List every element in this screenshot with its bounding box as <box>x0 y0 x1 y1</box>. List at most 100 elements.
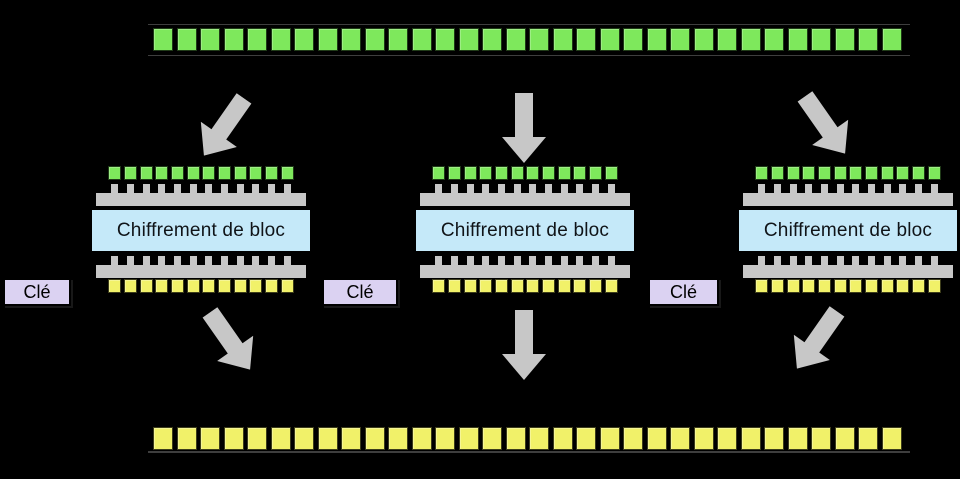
comb-tooth <box>899 256 907 265</box>
ciphertext-bit <box>740 427 761 450</box>
output-bit <box>139 279 153 293</box>
ciphertext-bit <box>505 427 526 450</box>
ciphertext-bit <box>388 427 408 450</box>
output-bit <box>880 279 894 293</box>
input-bit <box>265 166 279 180</box>
input-bit <box>218 166 232 180</box>
output-bit <box>463 279 477 293</box>
plaintext-bit <box>364 28 385 51</box>
output-bit <box>432 279 446 293</box>
output-bit <box>755 279 769 293</box>
comb-tooth <box>758 184 766 193</box>
comb-tooth <box>252 184 260 193</box>
comb-tooth <box>126 184 134 193</box>
plaintext-bit <box>552 28 573 51</box>
input-bit <box>123 166 137 180</box>
input-bit <box>927 166 941 180</box>
ciphertext-bit <box>317 427 338 450</box>
input-bit <box>494 166 508 180</box>
comb-tooth <box>513 256 521 265</box>
output-bit <box>155 279 169 293</box>
arrow-down-right-icon <box>192 300 268 383</box>
plaintext-bit <box>317 28 338 51</box>
plaintext-bits <box>148 25 910 51</box>
plaintext-bit <box>529 28 549 51</box>
output-bit <box>510 279 524 293</box>
comb-tooth <box>252 256 260 265</box>
output-bit <box>280 279 294 293</box>
ciphertext-bits <box>148 424 910 450</box>
input-bit <box>139 166 153 180</box>
input-bit <box>604 166 618 180</box>
input-bit <box>817 166 831 180</box>
comb-tooth <box>930 256 938 265</box>
ciphertext-bit <box>858 427 878 450</box>
comb-tooth <box>513 184 521 193</box>
comb-tooth <box>592 256 600 265</box>
comb-tooth <box>836 256 844 265</box>
comb-tooth <box>466 184 474 193</box>
comb-tooth <box>560 184 568 193</box>
cipher-box-label: Chiffrement de bloc <box>763 219 933 241</box>
comb-tooth <box>805 256 813 265</box>
comb-tooth <box>497 184 505 193</box>
cipher-box: Chiffrement de bloc <box>737 208 959 253</box>
output-bit <box>604 279 618 293</box>
output-bit <box>108 279 122 293</box>
plaintext-bit <box>811 28 831 51</box>
output-bit <box>479 279 493 293</box>
output-bit <box>849 279 863 293</box>
plaintext-bit <box>294 28 314 51</box>
arrow-down-icon <box>502 310 546 380</box>
comb-tooth <box>189 256 197 265</box>
key-box-2: Clé <box>322 278 398 306</box>
output-bit <box>573 279 587 293</box>
input-bit <box>155 166 169 180</box>
ciphertext-bit <box>764 427 784 450</box>
plaintext-bit <box>881 28 902 51</box>
comb-tooth <box>236 184 244 193</box>
input-bit <box>589 166 603 180</box>
output-bit <box>557 279 571 293</box>
input-bit <box>849 166 863 180</box>
ciphertext-bit <box>458 427 479 450</box>
input-bit <box>432 166 446 180</box>
output-bit <box>896 279 910 293</box>
comb-tooth <box>607 256 615 265</box>
input-bit <box>479 166 493 180</box>
input-bit <box>108 166 122 180</box>
comb-tooth <box>466 256 474 265</box>
plaintext-bit <box>576 28 596 51</box>
input-bit <box>526 166 540 180</box>
comb-tooth <box>205 256 213 265</box>
plaintext-bit <box>670 28 690 51</box>
output-bit <box>786 279 800 293</box>
ciphertext-bit <box>411 427 432 450</box>
output-bit <box>249 279 263 293</box>
output-bit <box>233 279 247 293</box>
comb-bar <box>420 193 630 206</box>
ciphertext-bit <box>599 427 620 450</box>
arrow-down-right-icon <box>787 84 863 167</box>
comb-teeth <box>414 256 636 265</box>
comb-tooth <box>189 184 197 193</box>
comb-bar <box>743 193 953 206</box>
ciphertext-bit <box>294 427 314 450</box>
plaintext-bit-row <box>148 24 910 56</box>
ciphertext-bit <box>200 427 220 450</box>
comb-connector-top <box>90 184 312 206</box>
ciphertext-bit <box>787 427 808 450</box>
input-bit <box>880 166 894 180</box>
ciphertext-bit <box>341 427 361 450</box>
block-input-bits <box>90 166 312 180</box>
arrow-down-icon <box>502 93 546 163</box>
comb-tooth <box>529 256 537 265</box>
comb-tooth <box>592 184 600 193</box>
comb-tooth <box>268 184 276 193</box>
comb-tooth <box>545 256 553 265</box>
comb-tooth <box>868 256 876 265</box>
output-bit <box>927 279 941 293</box>
comb-tooth <box>221 184 229 193</box>
input-bit <box>802 166 816 180</box>
